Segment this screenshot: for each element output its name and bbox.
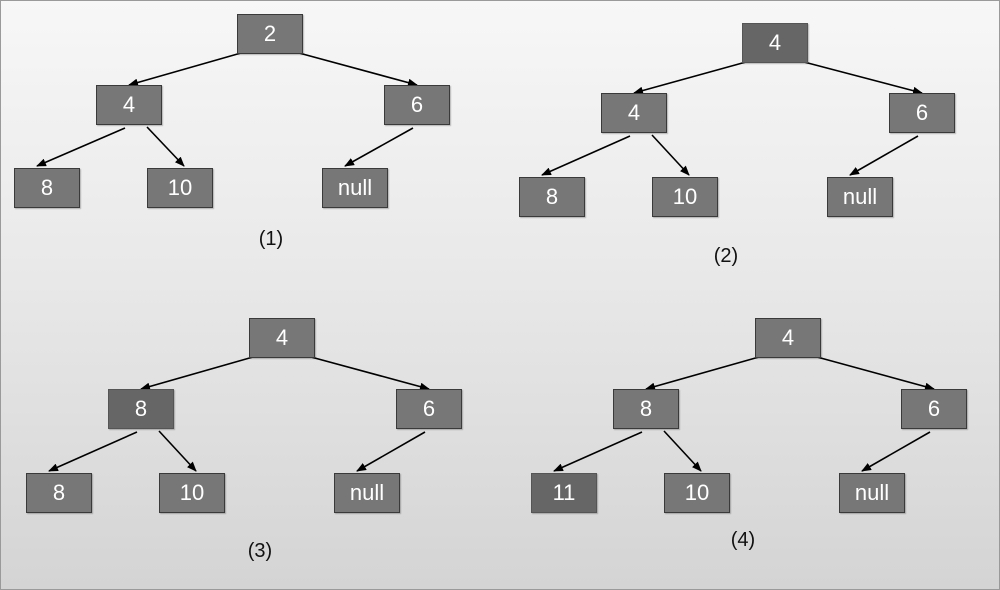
tree-1-caption: (1) — [258, 228, 284, 250]
tree-2-right-left-node: null — [827, 177, 893, 217]
tree-3-edge-root-to-right — [310, 356, 430, 391]
tree-2-edge-left-to-left-right — [651, 134, 690, 176]
tree-1-edge-left-to-left-right — [146, 126, 185, 167]
tree-4-edge-left-to-left-right — [663, 430, 702, 472]
tree-1-left-left-node: 8 — [14, 168, 80, 208]
tree-1-edge-left-to-left-left — [36, 127, 126, 167]
tree-2-edge-root-to-right — [803, 61, 923, 95]
tree-1-edge-right-to-right-left — [344, 127, 414, 167]
tree-4-left-left-node: 11 — [531, 473, 597, 513]
tree-1-left-node: 4 — [96, 85, 162, 125]
tree-4-left-node: 8 — [613, 389, 679, 429]
tree-2-edge-root-to-left — [633, 61, 747, 95]
tree-3-edge-left-to-left-right — [158, 430, 197, 472]
tree-3-right-node: 6 — [396, 389, 462, 429]
tree-3-edge-root-to-left — [140, 356, 254, 391]
tree-2-caption: (2) — [713, 245, 739, 267]
tree-4-root-node: 4 — [755, 318, 821, 358]
tree-3-caption: (3) — [247, 540, 273, 562]
tree-4-edge-root-to-right — [816, 356, 935, 391]
tree-2-edge-right-to-right-left — [849, 135, 919, 176]
tree-1-right-node: 6 — [384, 85, 450, 125]
tree-1-right-left-node: null — [322, 168, 388, 208]
tree-1-edge-root-to-left — [128, 52, 242, 87]
tree-2-right-node: 6 — [889, 93, 955, 133]
tree-3-left-node: 8 — [108, 389, 174, 429]
tree-2-left-left-node: 8 — [519, 177, 585, 217]
tree-1-edge-root-to-right — [298, 52, 418, 87]
tree-1-root-node: 2 — [237, 14, 303, 54]
tree-4-right-node: 6 — [901, 389, 967, 429]
tree-2-edge-left-to-left-left — [541, 135, 631, 176]
tree-2-left-node: 4 — [601, 93, 667, 133]
tree-3-left-left-node: 8 — [26, 473, 92, 513]
tree-2-left-right-node: 10 — [652, 177, 718, 217]
tree-3-right-left-node: null — [334, 473, 400, 513]
tree-3-root-node: 4 — [249, 318, 315, 358]
tree-2-root-node: 4 — [742, 23, 808, 63]
tree-3-left-right-node: 10 — [159, 473, 225, 513]
tree-1-left-right-node: 10 — [147, 168, 213, 208]
tree-4-edge-root-to-left — [645, 356, 760, 391]
tree-4-edge-left-to-left-left — [553, 431, 643, 472]
tree-3-edge-right-to-right-left — [356, 431, 426, 472]
tree-4-right-left-node: null — [839, 473, 905, 513]
tree-3-edge-left-to-left-left — [48, 431, 138, 472]
tree-4-edge-right-to-right-left — [861, 431, 931, 472]
tree-4-caption: (4) — [730, 529, 756, 551]
tree-4-left-right-node: 10 — [664, 473, 730, 513]
